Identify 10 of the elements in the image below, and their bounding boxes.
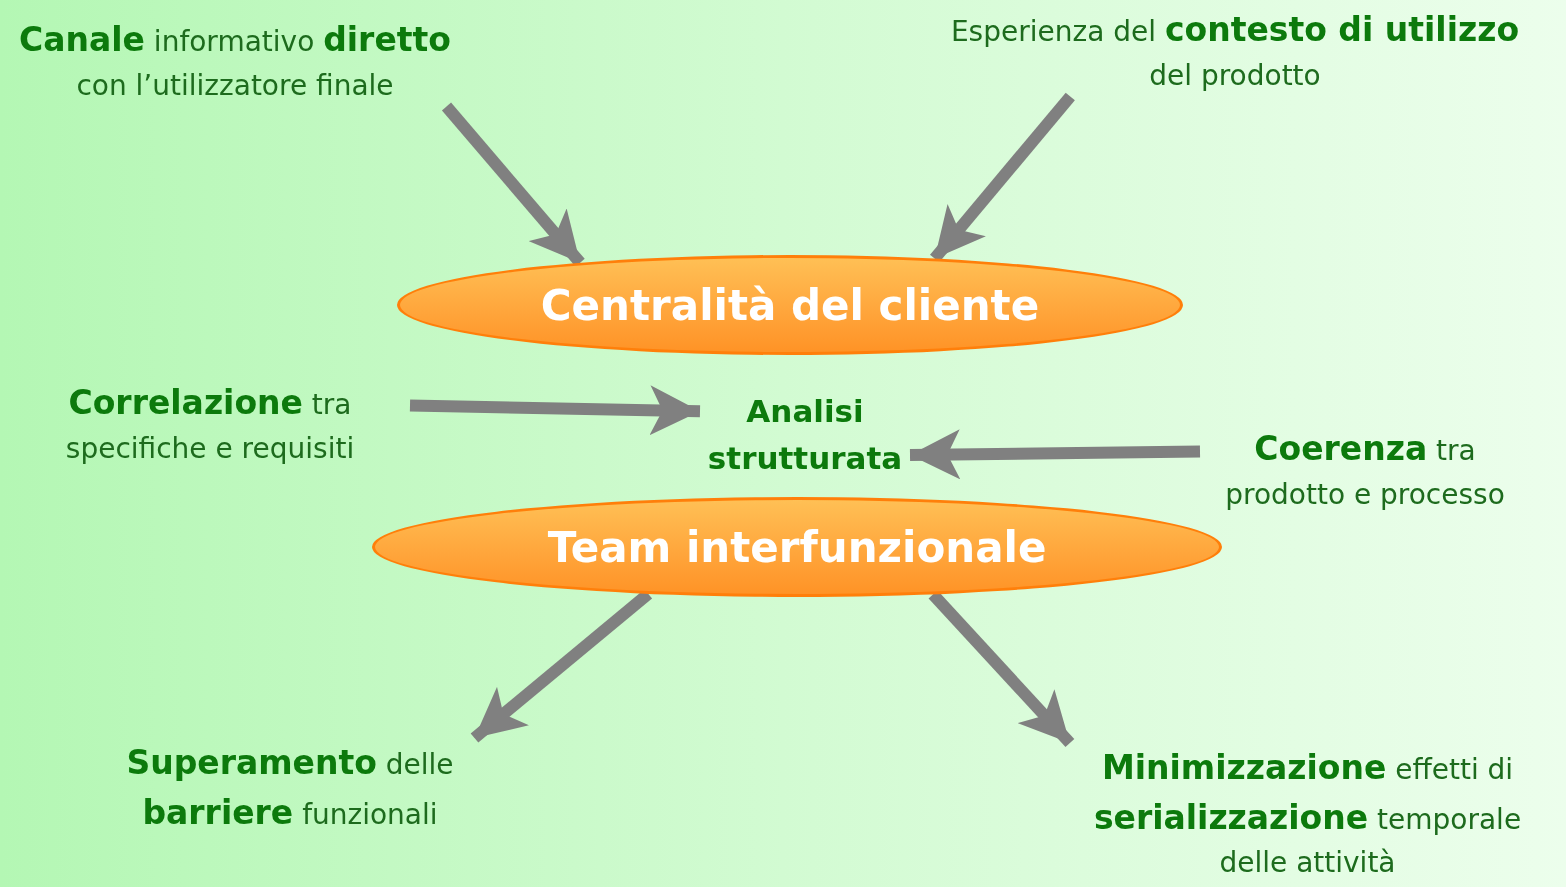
annotation-text: Esperienza del contesto di utilizzo del prodotto bbox=[930, 5, 1540, 97]
annotation-text: Canale informativo diretto con l’utilizzatore finale bbox=[10, 15, 460, 107]
annotation-text: Minimizzazione effetti di serializzazione temporale delle attività bbox=[1060, 743, 1555, 884]
annotation-text: Analisi strutturata bbox=[700, 388, 910, 481]
annotation-text: Correlazione tra specifiche e requisiti bbox=[10, 378, 410, 470]
arrow bbox=[909, 429, 1201, 480]
arrow bbox=[409, 385, 701, 436]
ellipse-node: Centralità del cliente bbox=[397, 255, 1183, 355]
annotation-text: Superamento delle barriere funzionali bbox=[85, 738, 495, 837]
ellipse-node: Team interfunzionale bbox=[372, 497, 1222, 597]
